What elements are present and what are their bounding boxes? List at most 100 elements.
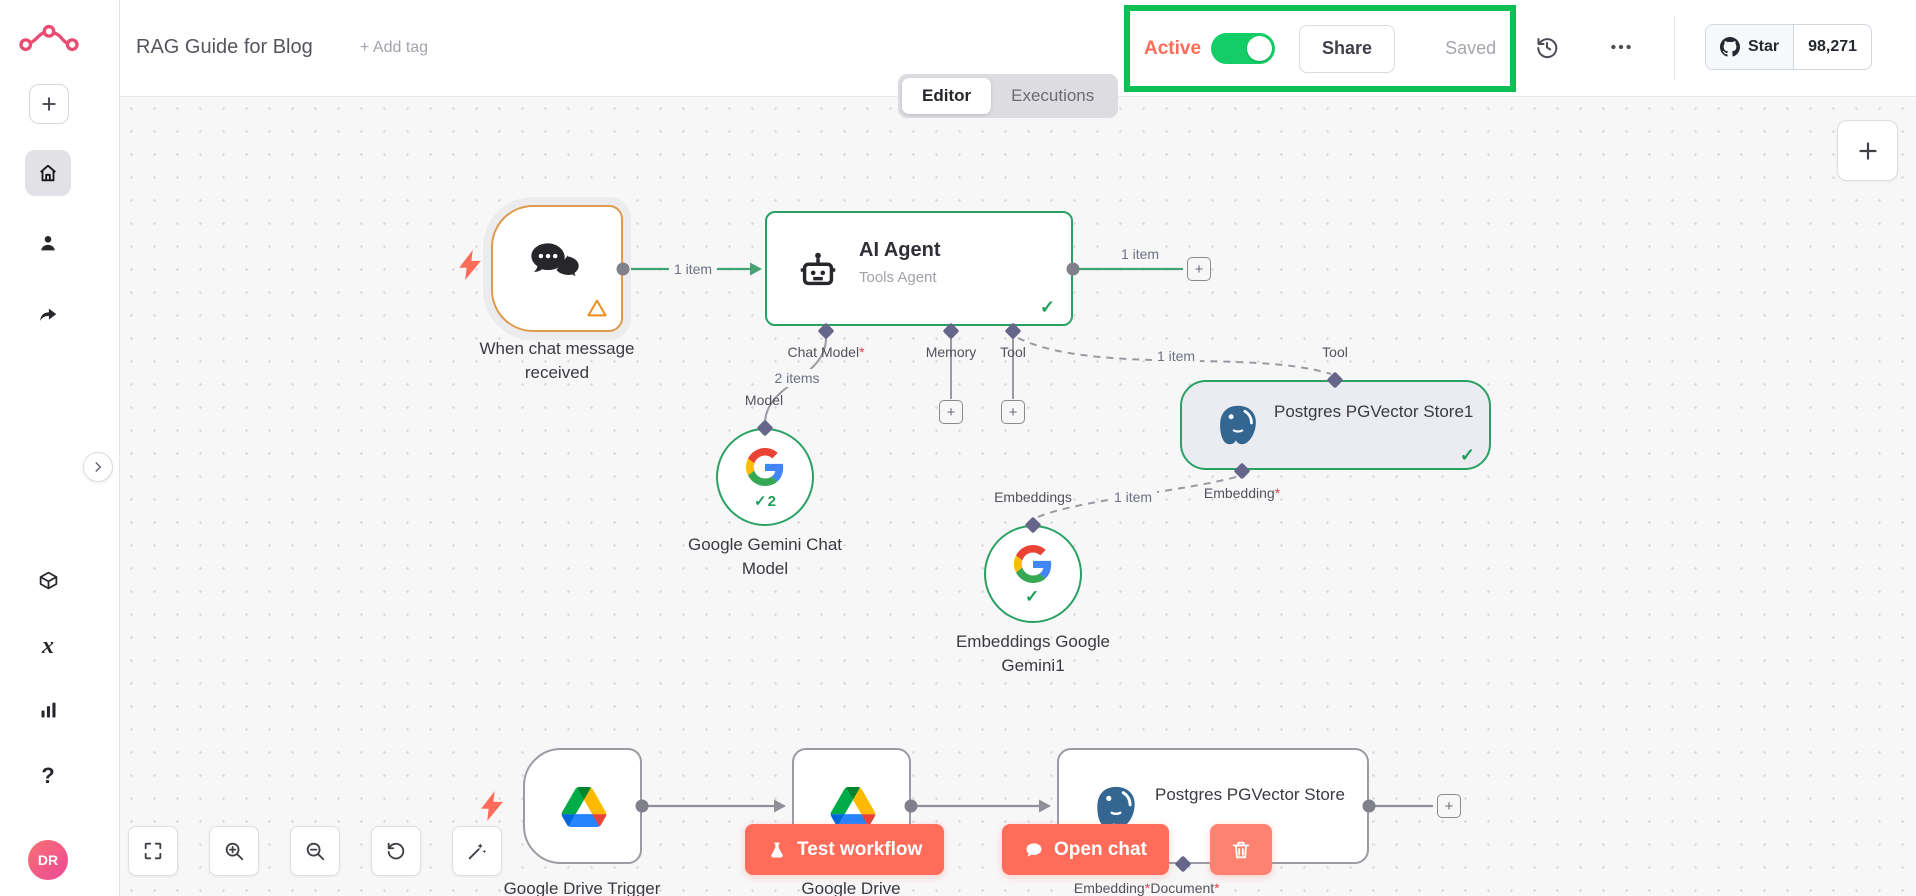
google-drive-icon (561, 787, 607, 827)
add-tag-button[interactable]: + Add tag (360, 39, 429, 56)
new-workflow-button[interactable] (29, 84, 69, 124)
node-title: AI Agent (859, 239, 941, 261)
star-count: 98,271 (1808, 38, 1858, 55)
endpoint-label-embeddings: Embeddings (994, 489, 1072, 505)
open-chat-button[interactable]: Open chat (1002, 824, 1169, 875)
node-embeddings-gemini[interactable] (984, 525, 1082, 623)
success-check-icon: ✓ (754, 493, 767, 510)
arrowhead-icon (774, 799, 786, 813)
zoom-out-button[interactable] (290, 826, 340, 876)
node-pgvector-store1[interactable]: Postgres PGVector Store1 ✓ (1180, 380, 1491, 470)
node-label-gemini-chat-model: Google Gemini Chat Model (687, 535, 843, 579)
annotation-highlight: Active Share Saved (1124, 5, 1516, 92)
workflow-canvas[interactable]: When chat message received AI Agent Tool… (120, 97, 1916, 896)
star-label: Star (1748, 38, 1780, 55)
add-memory-button[interactable]: + (939, 400, 963, 424)
success-check-icon: ✓ (1025, 587, 1040, 606)
arrowhead-icon (750, 262, 762, 276)
success-check-icon: ✓ (1039, 297, 1055, 317)
variables-icon: x (42, 632, 54, 659)
sidebar-item-personal[interactable] (25, 220, 71, 266)
user-avatar[interactable]: DR (28, 840, 68, 880)
sidebar-item-variables[interactable]: x (25, 623, 71, 669)
sidebar-item-templates[interactable] (25, 557, 71, 603)
n8n-logo-icon (19, 24, 79, 52)
add-tool-button[interactable]: + (1001, 400, 1025, 424)
sidebar-item-overview[interactable] (25, 150, 71, 196)
output-endpoint[interactable] (616, 262, 630, 276)
add-node-button[interactable]: + (1437, 794, 1461, 818)
items-count-label: 1 item (668, 260, 718, 278)
google-icon (746, 448, 784, 486)
zoom-in-button[interactable] (209, 826, 259, 876)
output-endpoint[interactable] (1066, 262, 1080, 276)
add-node-button[interactable]: + (1187, 257, 1211, 281)
output-endpoint[interactable] (635, 799, 649, 813)
bar-chart-icon (41, 702, 55, 717)
magic-wand-icon (468, 843, 487, 860)
sidebar: x ? DR (0, 0, 120, 896)
tab-executions[interactable]: Executions (1011, 86, 1095, 105)
node-subtitle: Tools Agent (859, 269, 937, 286)
delete-button[interactable] (1210, 824, 1272, 875)
flask-icon (771, 842, 783, 857)
github-star-segment: Star (1706, 25, 1795, 69)
node-gemini-chat-model[interactable] (716, 428, 814, 526)
sidebar-expand-button[interactable] (83, 452, 113, 482)
sidebar-item-insights[interactable] (25, 687, 71, 733)
tab-editor[interactable]: Editor (902, 78, 992, 114)
items-count-label: 1 item (1115, 245, 1165, 263)
sidebar-item-help[interactable]: ? (25, 753, 71, 799)
endpoint-label-embedding: Embedding* (1074, 880, 1150, 896)
node-chat-trigger[interactable] (491, 205, 623, 332)
run-count-badge: ✓2 (754, 492, 776, 511)
output-endpoint[interactable] (904, 799, 918, 813)
active-label: Active (1144, 37, 1202, 59)
add-node-panel-button[interactable] (1837, 120, 1898, 181)
history-button[interactable] (1528, 28, 1566, 66)
node-label-chat-trigger: When chat message received (479, 339, 635, 383)
zoom-in-icon (225, 842, 244, 861)
open-chat-label: Open chat (1054, 838, 1147, 860)
endpoint-label-model: Model (744, 392, 784, 408)
undo-icon (387, 842, 405, 860)
templates-icon (39, 571, 57, 589)
plus-icon (1858, 141, 1877, 160)
warning-triangle-icon (587, 299, 607, 317)
run-count: 2 (767, 492, 776, 510)
tidy-up-button[interactable] (452, 826, 502, 876)
history-icon (1537, 38, 1558, 59)
test-workflow-button[interactable]: Test workflow (745, 824, 945, 875)
endpoint-label-memory: Memory (925, 344, 977, 360)
trigger-bolt-icon (459, 250, 481, 280)
chevron-right-icon (95, 462, 102, 472)
header-divider (1674, 16, 1675, 80)
fit-view-button[interactable] (128, 826, 178, 876)
node-label-gdrive: Google Drive (801, 879, 901, 896)
fit-view-icon (144, 842, 162, 860)
workflow-active-toggle[interactable] (1211, 33, 1276, 64)
node-ai-agent[interactable]: AI Agent Tools Agent ✓ (765, 211, 1073, 326)
share-button[interactable]: Share (1299, 24, 1396, 73)
node-gdrive-trigger[interactable] (523, 748, 642, 864)
postgresql-icon (1220, 405, 1256, 445)
endpoint-label-embedding: Embedding* (1204, 485, 1280, 501)
sidebar-item-shared[interactable] (25, 292, 71, 338)
more-options-button[interactable] (1602, 28, 1640, 66)
github-star-button[interactable]: Star 98,271 (1705, 24, 1873, 70)
endpoint-text: Document (1150, 880, 1215, 896)
endpoint-label-document: Document* (1150, 880, 1219, 896)
arrowhead-icon (1039, 799, 1051, 813)
saved-status: Saved (1445, 38, 1497, 58)
node-title: Postgres PGVector Store1 (1274, 402, 1474, 421)
workflow-title[interactable]: RAG Guide for Blog (136, 36, 313, 58)
items-count-label: 1 item (1108, 488, 1158, 506)
items-count-label: 1 item (1151, 347, 1201, 365)
chat-bubbles-icon (531, 243, 582, 279)
endpoint-label-tool: Tool (1000, 344, 1026, 360)
output-endpoint[interactable] (1362, 799, 1376, 813)
reset-zoom-button[interactable] (371, 826, 421, 876)
node-label-embeddings-gemini: Embeddings Google Gemini1 (955, 632, 1111, 676)
github-icon (1720, 37, 1740, 57)
